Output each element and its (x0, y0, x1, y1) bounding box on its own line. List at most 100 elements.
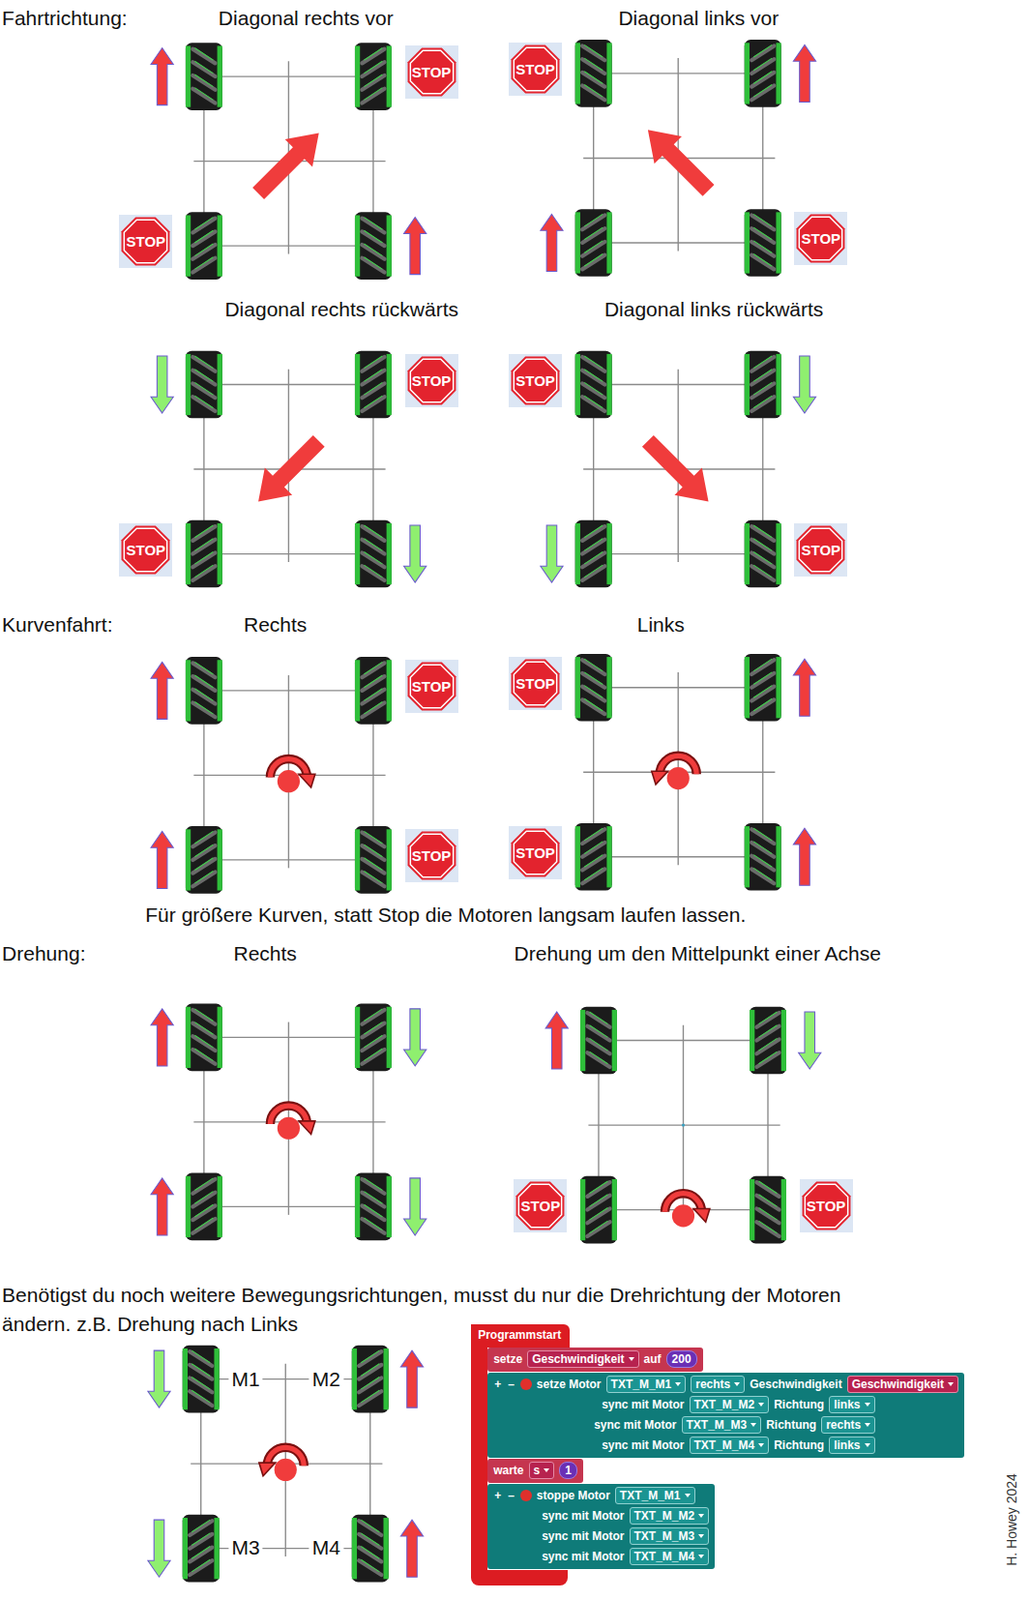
block-text: – (506, 1487, 516, 1503)
stop-text: STOP (118, 523, 173, 577)
car-panel (150, 656, 392, 894)
rotation-symbol (651, 755, 697, 790)
car-drawings (147, 39, 822, 1582)
mecanum-wheel (749, 1006, 787, 1075)
mecanum-wheel (575, 520, 613, 589)
backward-arrow (150, 355, 174, 413)
backward-arrow (798, 1011, 822, 1069)
author-credit: H. Howey 2024 (1003, 1472, 1021, 1566)
panel-title: Diagonal rechts vor (218, 5, 394, 30)
panel-title: Diagonal links rückwärts (604, 296, 824, 322)
panel-title: Rechts (243, 612, 307, 637)
mecanum-wheel (182, 1345, 220, 1413)
panel-title: Diagonal links vor (618, 5, 779, 30)
stop-sign: STOP (508, 42, 562, 96)
section-heading: Drehung: (1, 941, 86, 966)
block-row: sync mit MotorTXT_M_M2Richtunglinks (493, 1394, 959, 1415)
stop-sign: STOP (405, 659, 459, 713)
stop-sign: STOP (118, 523, 173, 577)
stop-sign: STOP (405, 45, 459, 99)
code-block: +–stoppe MotorTXT_M_M1sync mit MotorTXT_… (487, 1483, 715, 1569)
mecanum-wheel (185, 520, 223, 589)
stop-text: STOP (405, 353, 459, 408)
block-text: setze Motor (536, 1376, 602, 1392)
stop-sign: STOP (794, 523, 848, 577)
motor-label: M3 (229, 1534, 264, 1560)
mecanum-wheel (182, 1514, 220, 1583)
mecanum-wheel (354, 351, 392, 419)
dropdown-field: TXT_M_M1 (606, 1375, 687, 1393)
block-row: sync mit Motor TXT_M_M3 (493, 1526, 709, 1547)
forward-arrow (793, 44, 816, 102)
forward-arrow (150, 48, 174, 106)
rotation-symbol (269, 759, 315, 794)
forward-arrow (793, 658, 816, 716)
block-text: Richtung (765, 1416, 817, 1433)
car-panel (147, 1345, 424, 1583)
backward-arrow (404, 1177, 427, 1236)
dropdown-field: TXT_M_M3 (681, 1415, 763, 1434)
forward-arrow (540, 213, 563, 271)
block-row: sync mit Motor TXT_M_M2 (493, 1505, 709, 1527)
code-block: setzeGeschwindigkeitauf200 (487, 1347, 703, 1372)
block-text: stoppe Motor (536, 1487, 611, 1503)
backward-arrow (404, 525, 427, 583)
car-panel (545, 1006, 822, 1244)
stop-text: STOP (513, 1178, 567, 1233)
mecanum-wheel (354, 520, 392, 589)
stop-text: STOP (794, 211, 848, 265)
block-text: sync mit Motor (541, 1528, 624, 1544)
mecanum-wheel (575, 653, 613, 722)
forward-arrow (404, 217, 427, 275)
backward-arrow (540, 525, 563, 583)
mecanum-wheel (185, 656, 223, 725)
mecanum-wheel (575, 39, 613, 108)
mecanum-wheel (744, 520, 782, 589)
forward-arrow (400, 1519, 423, 1577)
number-field: 1 (559, 1461, 578, 1479)
panel-title: Rechts (233, 941, 296, 966)
direction-arrow (244, 427, 333, 516)
mecanum-wheel (744, 823, 782, 891)
motor-label: M2 (309, 1366, 344, 1391)
block-row: +–stoppe MotorTXT_M_M1 (493, 1485, 709, 1506)
block-bottom-bar (470, 1569, 568, 1586)
stop-sign: STOP (794, 211, 848, 265)
mecanum-wheel (354, 1173, 392, 1241)
mecanum-wheel (744, 351, 782, 419)
stop-text: STOP (405, 828, 459, 883)
mecanum-wheel (352, 1345, 389, 1413)
section-heading: Fahrtrichtung: (1, 5, 128, 30)
block-row: sync mit MotorTXT_M_M3Richtungrechts (493, 1414, 959, 1436)
stop-text: STOP (508, 353, 562, 408)
block-title: Programmstart (470, 1324, 570, 1348)
car-panel (150, 42, 427, 280)
mecanum-wheel (580, 1006, 618, 1075)
panel-title: Drehung um den Mittelpunkt einer Achse (514, 941, 882, 966)
block-text: – (506, 1376, 516, 1392)
motor-icon (520, 1378, 532, 1390)
dropdown-field: TXT_M_M2 (629, 1506, 710, 1525)
mecanum-wheel (744, 653, 782, 722)
rotation-symbol (269, 1105, 315, 1140)
mecanum-wheel (354, 825, 392, 894)
section-heading: Kurvenfahrt: (1, 612, 113, 637)
direction-arrow (634, 427, 723, 516)
block-row: sync mit MotorTXT_M_M4Richtunglinks (493, 1435, 959, 1456)
code-block: +–setze MotorTXT_M_M1rechtsGeschwindigke… (487, 1372, 965, 1458)
stop-sign: STOP (513, 1178, 567, 1233)
mecanum-wheel (354, 656, 392, 725)
block-left-bar (470, 1324, 488, 1574)
forward-arrow (545, 1011, 568, 1069)
stop-sign: STOP (405, 353, 459, 408)
block-row: sync mit MotorTXT_M_M4 (493, 1546, 709, 1567)
block-text: setze (493, 1351, 523, 1367)
block-text: auf (644, 1351, 662, 1367)
block-text: sync mit Motor (541, 1507, 624, 1524)
mecanum-wheel (749, 1176, 787, 1244)
dropdown-field: TXT_M_M3 (629, 1527, 710, 1545)
backward-arrow (147, 1350, 171, 1408)
car-panel (150, 351, 427, 589)
mecanum-wheel (354, 42, 392, 111)
